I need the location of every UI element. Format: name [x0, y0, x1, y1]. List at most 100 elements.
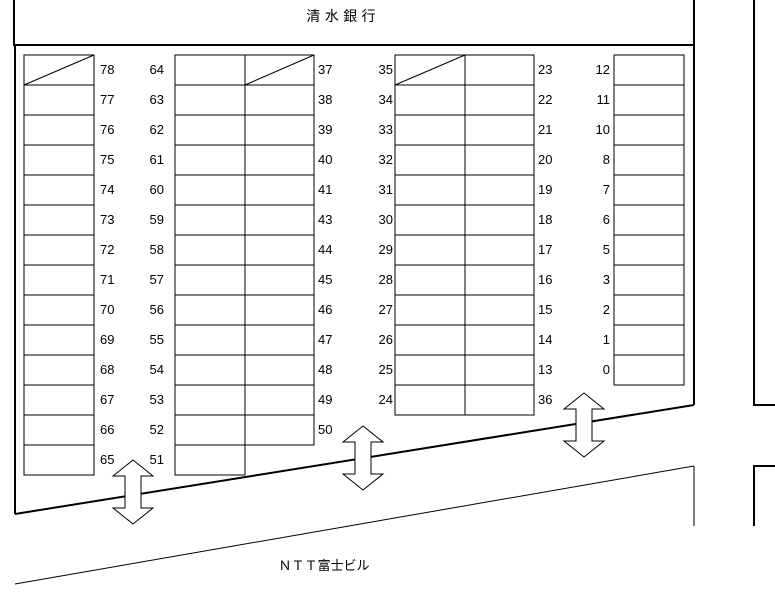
parking-space: [244, 384, 315, 416]
space-number: 56: [150, 302, 164, 317]
parking-space: [394, 264, 466, 296]
space-number: 54: [150, 362, 164, 377]
parking-space: [244, 324, 315, 356]
parking-space: [613, 324, 685, 356]
parking-space: [174, 144, 246, 176]
space-number: 35: [379, 62, 393, 77]
parking-space: [23, 234, 95, 266]
parking-space: [174, 204, 246, 236]
space-number: 62: [150, 122, 164, 137]
parking-space: [394, 384, 466, 416]
parking-space: [394, 174, 466, 206]
parking-space: [174, 324, 246, 356]
parking-space: [394, 324, 466, 356]
space-number: 29: [379, 242, 393, 257]
space-number: 66: [100, 422, 114, 437]
parking-space: [394, 144, 466, 176]
parking-space: [464, 234, 535, 266]
parking-space: [464, 84, 535, 116]
space-number: 74: [100, 182, 114, 197]
parking-space: [464, 144, 535, 176]
space-number: 43: [318, 212, 332, 227]
parking-space: [613, 294, 685, 326]
parking-space: [244, 114, 315, 146]
parking-space: [23, 384, 95, 416]
space-number: 19: [538, 182, 552, 197]
space-number: 1: [603, 332, 610, 347]
parking-space: [174, 174, 246, 206]
parking-space: [464, 174, 535, 206]
space-number: 73: [100, 212, 114, 227]
double-arrow-icon: [341, 425, 385, 491]
parking-space: [174, 384, 246, 416]
parking-space: [464, 384, 535, 416]
parking-space: [23, 174, 95, 206]
parking-space: [613, 84, 685, 116]
unavailable-space-mark: [394, 54, 466, 86]
space-number: 53: [150, 392, 164, 407]
space-number: 71: [100, 272, 114, 287]
space-number: 75: [100, 152, 114, 167]
parking-space: [23, 204, 95, 236]
space-number: 51: [150, 452, 164, 467]
space-number: 3: [603, 272, 610, 287]
parking-space: [394, 114, 466, 146]
space-number: 76: [100, 122, 114, 137]
parking-space: [174, 444, 246, 476]
space-number: 17: [538, 242, 552, 257]
space-number: 41: [318, 182, 332, 197]
unavailable-space-mark: [244, 54, 315, 86]
space-number: 20: [538, 152, 552, 167]
entrances: [111, 392, 606, 525]
space-number: 39: [318, 122, 332, 137]
parking-space: [464, 54, 535, 86]
space-number: 14: [538, 332, 552, 347]
parking-space: [23, 84, 95, 116]
space-number: 37: [318, 62, 332, 77]
space-number: 33: [379, 122, 393, 137]
space-number: 40: [318, 152, 332, 167]
space-number: 34: [379, 92, 393, 107]
space-number: 5: [603, 242, 610, 257]
space-number: 31: [379, 182, 393, 197]
space-number: 46: [318, 302, 332, 317]
parking-space: [244, 84, 315, 116]
space-number: 45: [318, 272, 332, 287]
road-edge: [14, 465, 695, 585]
space-number: 21: [538, 122, 552, 137]
parking-space: [613, 54, 685, 86]
space-number: 25: [379, 362, 393, 377]
parking-space: [244, 234, 315, 266]
space-number: 57: [150, 272, 164, 287]
parking-space: [174, 54, 246, 86]
parking-space: [244, 174, 315, 206]
parking-space: [23, 414, 95, 446]
space-number: 64: [150, 62, 164, 77]
parking-space: [613, 144, 685, 176]
space-number: 6: [603, 212, 610, 227]
space-number: 0: [603, 362, 610, 377]
space-number: 7: [603, 182, 610, 197]
space-number: 24: [379, 392, 393, 407]
space-number: 50: [318, 422, 332, 437]
parking-space: [394, 204, 466, 236]
space-number: 78: [100, 62, 114, 77]
space-number: 58: [150, 242, 164, 257]
parking-space: [174, 294, 246, 326]
space-number: 27: [379, 302, 393, 317]
bank-building: [13, 0, 695, 46]
space-number: 36: [538, 392, 552, 407]
space-number: 2: [603, 302, 610, 317]
parking-space: [394, 354, 466, 386]
space-number: 38: [318, 92, 332, 107]
space-number: 13: [538, 362, 552, 377]
parking-space: [23, 354, 95, 386]
parking-space: [174, 354, 246, 386]
double-arrow-icon: [111, 459, 155, 525]
parking-space: [613, 114, 685, 146]
parking-space: [394, 84, 466, 116]
parking-space: [23, 114, 95, 146]
parking-space: [464, 354, 535, 386]
space-number: 18: [538, 212, 552, 227]
space-number: 69: [100, 332, 114, 347]
